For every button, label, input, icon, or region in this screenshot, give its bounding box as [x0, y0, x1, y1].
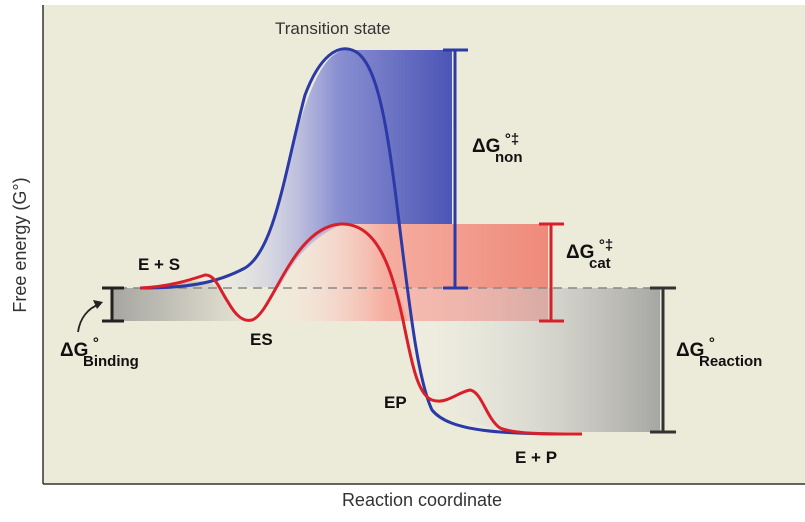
- e-plus-p-label: E + P: [515, 448, 557, 467]
- delta-g-non-label: ΔG °‡: [472, 131, 519, 157]
- e-plus-s-label: E + S: [138, 255, 180, 274]
- x-axis-title: Reaction coordinate: [342, 490, 502, 510]
- uncatalyzed-barrier-bar: [443, 48, 468, 290]
- binding-arrowhead: [93, 300, 103, 309]
- uncatalyzed-curve: [139, 47, 583, 436]
- delta-g-binding-label: ΔG °: [60, 335, 99, 361]
- uncatalyzed-barrier-shade: [195, 50, 452, 287]
- es-label: ES: [250, 330, 273, 349]
- delta-g-reaction-subscript: Reaction: [699, 353, 762, 370]
- binding-shade: [112, 281, 248, 321]
- delta-g-cat-subscript: cat: [589, 255, 611, 272]
- delta-g-reaction-label: ΔG °: [676, 335, 715, 361]
- reaction-energy-shade: [395, 288, 660, 432]
- reaction-energy-bar: [650, 286, 676, 434]
- catalyzed-barrier-bar: [539, 222, 564, 323]
- catalyzed-curve: [139, 222, 583, 436]
- binding-energy-bar: [102, 286, 124, 323]
- delta-g-cat-label: ΔG °‡: [566, 237, 613, 263]
- delta-g-binding-subscript: Binding: [83, 353, 139, 370]
- transition-state-label: Transition state: [275, 19, 391, 38]
- delta-g-non-subscript: non: [495, 149, 523, 166]
- y-axis-title: Free energy (G°): [10, 177, 30, 312]
- ep-label: EP: [384, 393, 407, 412]
